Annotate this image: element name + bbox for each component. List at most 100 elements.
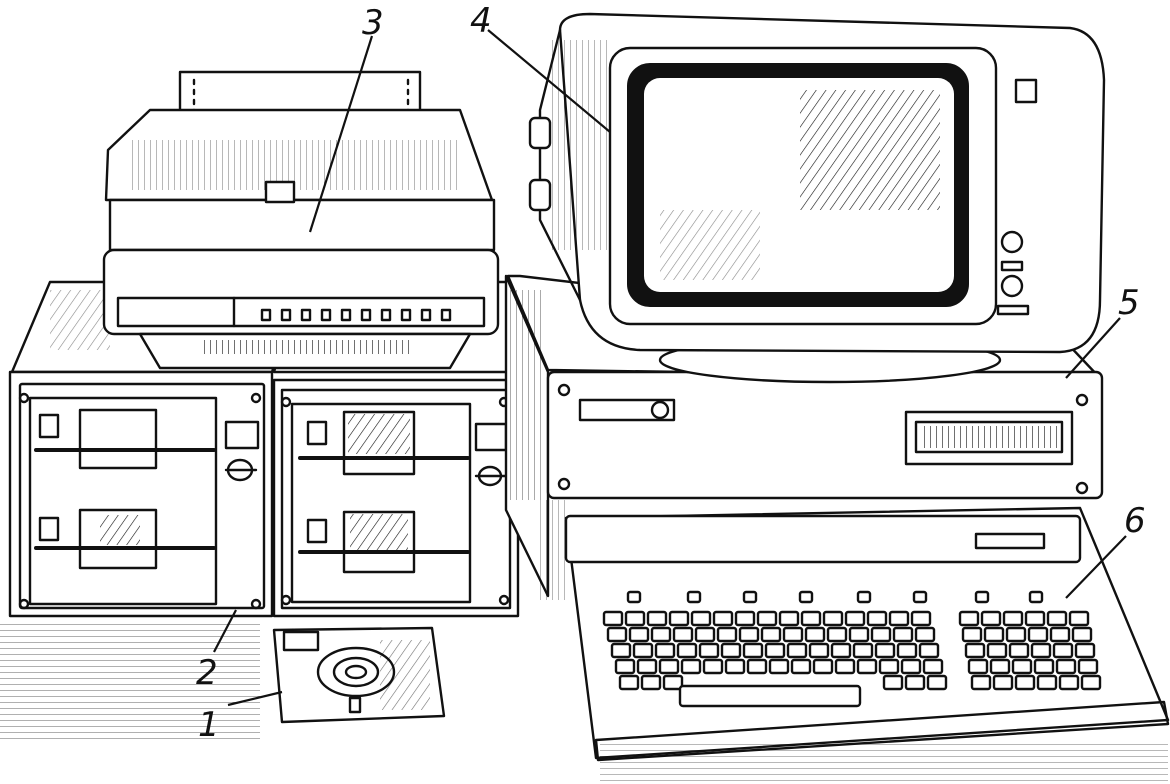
keyboard-key <box>848 626 870 643</box>
keyboard-key <box>912 590 928 604</box>
keyboard-key <box>640 674 662 691</box>
keyboard-key <box>716 626 738 643</box>
keyboard-key <box>882 674 904 691</box>
keyboard-key <box>918 642 940 659</box>
keyboard-key <box>804 626 826 643</box>
keyboard-key <box>690 610 712 627</box>
keyboard-key <box>896 642 918 659</box>
keyboard-key <box>1046 610 1068 627</box>
keyboard-key <box>746 658 768 675</box>
printer-indicators <box>260 308 452 322</box>
keyboard-key <box>778 610 800 627</box>
keyboard-key <box>834 658 856 675</box>
printer <box>102 70 500 370</box>
keyboard-key <box>812 658 834 675</box>
keyboard-key <box>712 610 734 627</box>
keyboard-key <box>606 626 628 643</box>
keyboard-key <box>1028 590 1044 604</box>
keyboard-key <box>1068 610 1090 627</box>
keyboard-key <box>1052 642 1074 659</box>
keyboard-key <box>878 658 900 675</box>
keyboard-key <box>1049 626 1071 643</box>
keyboard-key <box>614 658 636 675</box>
floor-shading <box>0 620 260 740</box>
keyboard-key <box>1080 674 1102 691</box>
keyboard-key <box>658 658 680 675</box>
keyboard-keys <box>602 590 1102 691</box>
keyboard-key <box>764 642 786 659</box>
callout-labels: 1 2 3 4 5 6 <box>196 1 1146 745</box>
keyboard-key <box>686 590 702 604</box>
callout-leaders <box>213 29 1127 707</box>
keyboard-key <box>926 674 948 691</box>
keyboard-key <box>961 626 983 643</box>
keyboard-key <box>628 626 650 643</box>
keyboard-key <box>970 674 992 691</box>
keyboard-key <box>866 610 888 627</box>
keyboard-key <box>790 658 812 675</box>
keyboard-key <box>1071 626 1093 643</box>
keyboard-key <box>974 590 990 604</box>
keyboard-key <box>760 626 782 643</box>
keyboard-key <box>1033 658 1055 675</box>
keyboard-key <box>1008 642 1030 659</box>
keyboard-key <box>1030 642 1052 659</box>
keyboard-key <box>826 626 848 643</box>
keyboard-key <box>654 642 676 659</box>
keyboard-key <box>856 590 872 604</box>
keyboard-key <box>698 642 720 659</box>
keyboard-key <box>632 642 654 659</box>
keyboard-key <box>910 610 932 627</box>
keyboard-key <box>782 626 804 643</box>
keyboard-key <box>1058 674 1080 691</box>
callout-label-5: 5 <box>1118 283 1140 323</box>
keyboard-key <box>610 642 632 659</box>
keyboard-key <box>958 610 980 627</box>
keyboard-key <box>738 626 760 643</box>
keyboard-key <box>676 642 698 659</box>
keyboard-key <box>1024 610 1046 627</box>
keyboard-key <box>786 642 808 659</box>
callout-label-3: 3 <box>362 3 384 43</box>
keyboard-key <box>668 610 690 627</box>
keyboard-key <box>602 610 624 627</box>
keyboard-key <box>983 626 1005 643</box>
keyboard-key <box>734 610 756 627</box>
keyboard-key <box>742 642 764 659</box>
keyboard-key <box>888 610 910 627</box>
callout-label-1: 1 <box>198 705 220 745</box>
keyboard-key <box>636 658 658 675</box>
keyboard-key <box>662 674 684 691</box>
keyboard-key <box>694 626 716 643</box>
keyboard-key <box>800 610 822 627</box>
keyboard-key <box>1005 626 1027 643</box>
keyboard-key <box>646 610 668 627</box>
keyboard-key <box>986 642 1008 659</box>
keyboard-key <box>892 626 914 643</box>
monitor <box>528 12 1106 384</box>
keyboard-key <box>798 590 814 604</box>
keyboard-key <box>870 626 892 643</box>
keyboard-key <box>844 610 866 627</box>
keyboard-key <box>742 590 758 604</box>
keyboard-key <box>874 642 896 659</box>
keyboard-key <box>618 674 640 691</box>
keyboard-key <box>680 658 702 675</box>
keyboard-key <box>808 642 830 659</box>
keyboard-key <box>672 626 694 643</box>
keyboard-key <box>980 610 1002 627</box>
floppy-disk <box>272 626 446 724</box>
callout-label-2: 2 <box>196 653 218 693</box>
keyboard-key <box>724 658 746 675</box>
keyboard-key <box>830 642 852 659</box>
keyboard-key <box>989 658 1011 675</box>
keyboard-key <box>650 626 672 643</box>
callout-label-4: 4 <box>470 1 492 41</box>
keyboard-key <box>964 642 986 659</box>
keyboard-key <box>992 674 1014 691</box>
keyboard-key <box>856 658 878 675</box>
keyboard-key <box>624 610 646 627</box>
callout-label-6: 6 <box>1124 501 1146 541</box>
keyboard-key <box>900 658 922 675</box>
